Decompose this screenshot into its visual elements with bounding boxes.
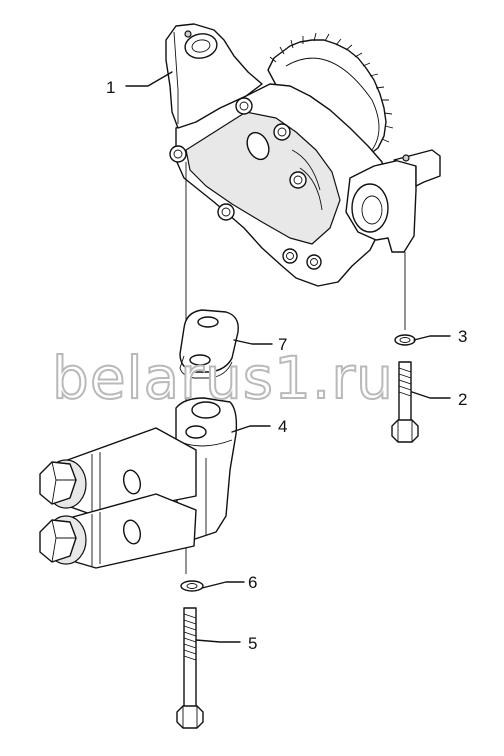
callout-labels: 1 2 3 4 5 6 7 xyxy=(106,78,467,653)
leader-lines xyxy=(125,71,451,643)
callout-1: 1 xyxy=(106,78,115,97)
strainer-housing xyxy=(39,397,238,569)
callout-2: 2 xyxy=(458,390,467,409)
lower-hex-plug xyxy=(39,519,77,563)
oil-pump-assembly xyxy=(165,23,441,287)
watermark: belarus1.ru xyxy=(52,344,394,412)
body-bolt-heads xyxy=(169,97,322,270)
callout-5: 5 xyxy=(248,634,257,653)
spring-washer-bottom xyxy=(180,580,204,592)
callout-4: 4 xyxy=(278,417,287,436)
drive-gear xyxy=(267,32,394,155)
upper-hex-plug xyxy=(39,461,77,505)
gasket xyxy=(179,309,239,379)
callout-3: 3 xyxy=(458,327,467,346)
callout-7: 7 xyxy=(278,335,287,354)
spring-washer-right xyxy=(394,334,416,346)
callout-6: 6 xyxy=(248,573,257,592)
short-bolt xyxy=(391,361,419,443)
long-bolt xyxy=(176,607,204,729)
